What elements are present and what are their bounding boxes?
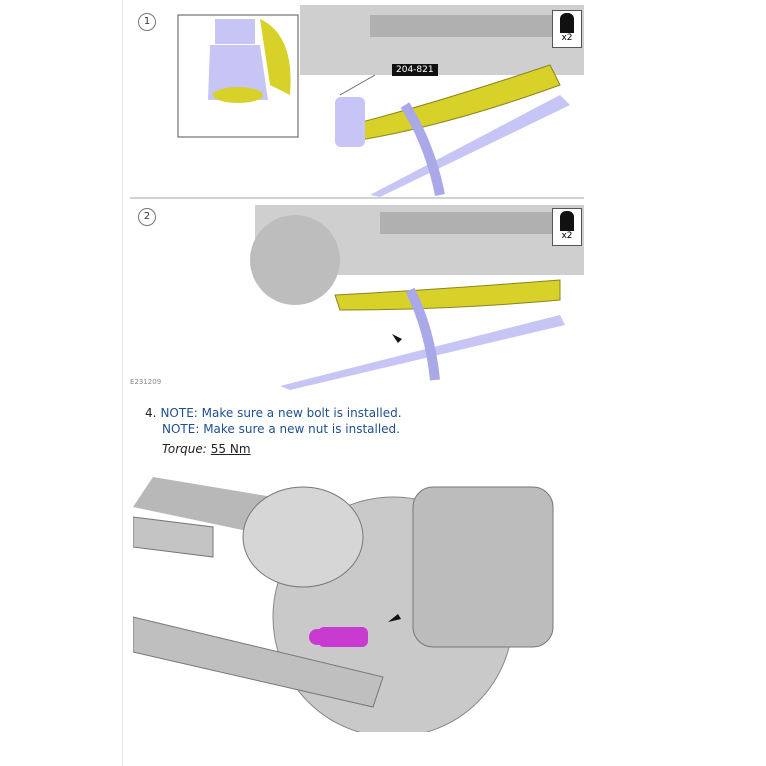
figure-2-illustration — [250, 205, 584, 390]
note-nut: NOTE: Make sure a new nut is installed. — [162, 422, 400, 436]
step-notes: 4.NOTE: Make sure a new bolt is installe… — [145, 405, 402, 437]
two-person-icon: x2 — [552, 10, 582, 48]
torque-label: Torque: — [162, 442, 207, 456]
figure-reference: E231209 — [130, 378, 162, 386]
two-person-icon: x2 — [552, 208, 582, 246]
figure-1: 1 204-821 x2 — [130, 5, 584, 197]
tool-number-label: 204-821 — [392, 64, 438, 76]
torque-value-link[interactable]: 55 Nm — [210, 442, 251, 456]
step-number: 4. — [145, 406, 157, 420]
figure-3-illustration — [133, 477, 575, 732]
figure-1-illustration — [177, 5, 584, 197]
note-bolt: NOTE: Make sure a new bolt is installed. — [160, 406, 402, 420]
persons-count: x2 — [561, 33, 573, 43]
step-number-badge: 1 — [138, 13, 156, 31]
persons-count: x2 — [561, 231, 573, 241]
step-number-badge: 2 — [138, 208, 156, 226]
figure-2: 2 x2 E231209 — [130, 200, 584, 390]
page-border — [122, 0, 123, 766]
torque-spec: Torque:55 Nm — [162, 442, 251, 456]
divider — [130, 197, 584, 199]
